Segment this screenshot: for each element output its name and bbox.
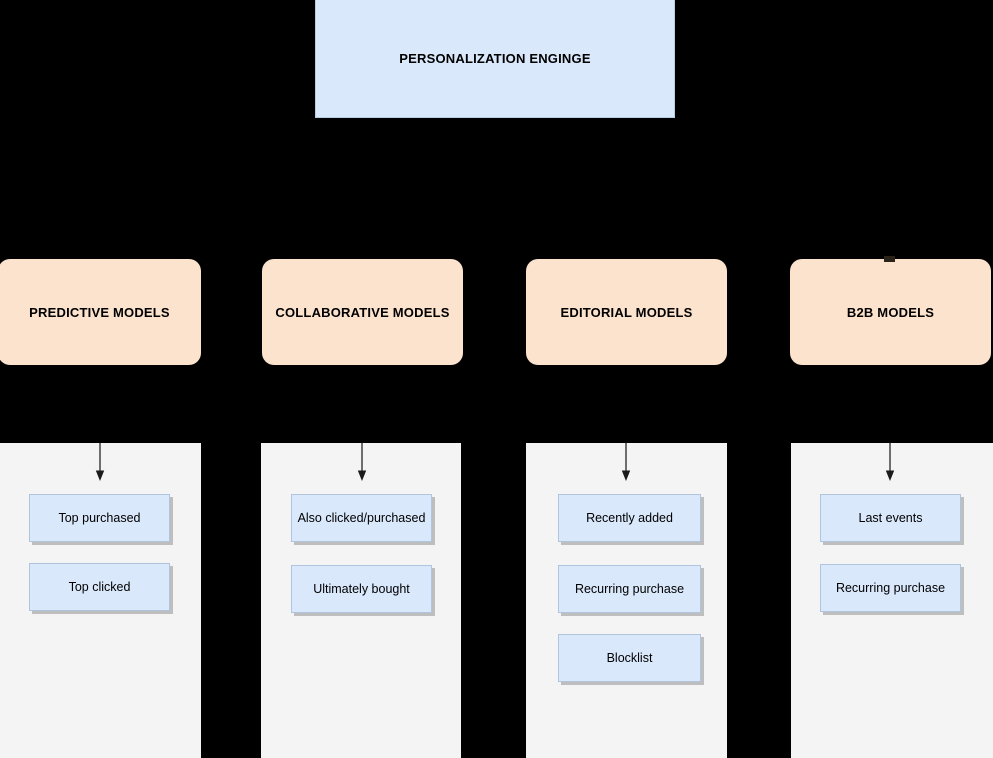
arrow-down-editorial (620, 443, 632, 483)
item-box-last-events[interactable]: Last events (820, 494, 961, 542)
item-box-blocklist[interactable]: Blocklist (558, 634, 701, 682)
item-box-also-clicked-purchased[interactable]: Also clicked/purchased (291, 494, 432, 542)
arrow-down-collaborative (356, 443, 368, 483)
item-label: Recurring purchase (574, 581, 685, 596)
model-box-b2b-label: B2B MODELS (846, 304, 935, 320)
item-box-recurring-purchase-editorial[interactable]: Recurring purchase (558, 565, 701, 613)
item-label: Top clicked (68, 579, 131, 594)
item-label: Recently added (586, 510, 673, 525)
connector-nub-b2b (884, 256, 895, 262)
item-box-top-purchased[interactable]: Top purchased (29, 494, 170, 542)
item-box-top-clicked[interactable]: Top clicked (29, 563, 170, 611)
item-label: Also clicked/purchased (297, 510, 426, 525)
personalization-engine-box[interactable]: PERSONALIZATION ENGINGE (315, 0, 675, 118)
item-label: Top purchased (58, 510, 141, 525)
item-box-recently-added[interactable]: Recently added (558, 494, 701, 542)
model-box-editorial[interactable]: EDITORIAL MODELS (526, 259, 727, 365)
item-label: Blocklist (606, 650, 653, 665)
model-box-collaborative[interactable]: COLLABORATIVE MODELS (262, 259, 463, 365)
arrow-down-predictive (94, 443, 106, 483)
item-box-recurring-purchase-b2b[interactable]: Recurring purchase (820, 564, 961, 612)
item-label: Recurring purchase (835, 580, 946, 595)
model-box-b2b[interactable]: B2B MODELS (790, 259, 991, 365)
arrow-down-b2b (884, 443, 896, 483)
model-box-editorial-label: EDITORIAL MODELS (560, 304, 693, 320)
model-box-collaborative-label: COLLABORATIVE MODELS (275, 304, 450, 320)
item-label: Ultimately bought (313, 581, 410, 596)
item-label: Last events (858, 510, 923, 525)
model-box-predictive[interactable]: PREDICTIVE MODELS (0, 259, 201, 365)
model-box-predictive-label: PREDICTIVE MODELS (29, 304, 170, 320)
item-box-ultimately-bought[interactable]: Ultimately bought (291, 565, 432, 613)
personalization-engine-label: PERSONALIZATION ENGINGE (399, 50, 591, 66)
